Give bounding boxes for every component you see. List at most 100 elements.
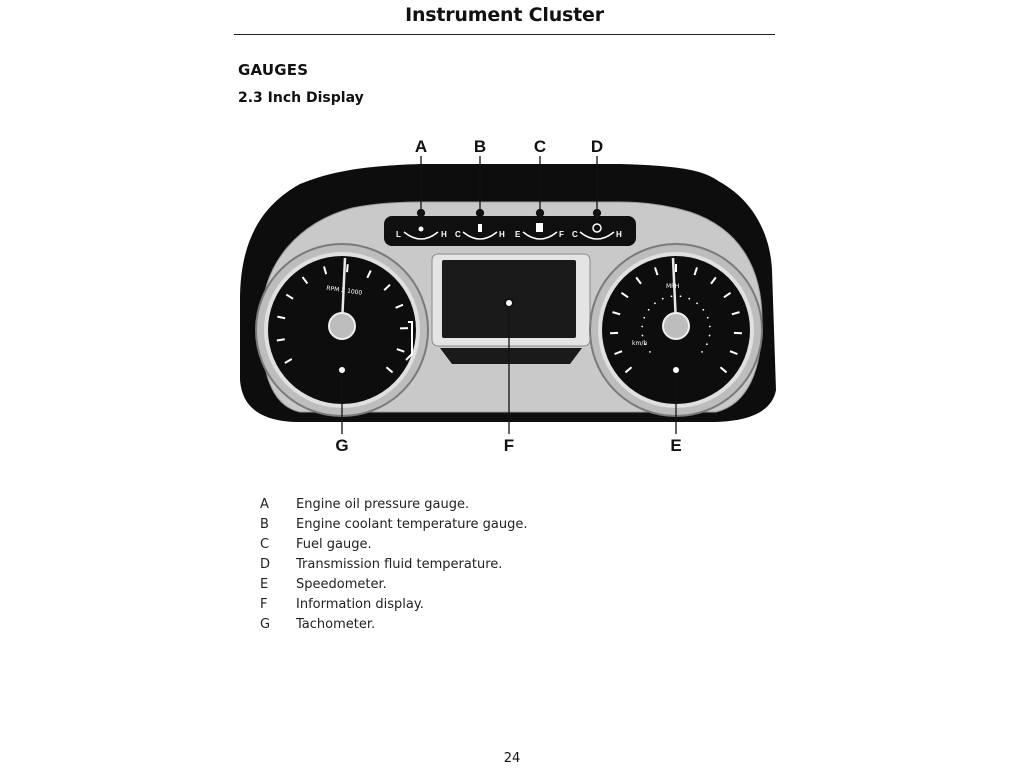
dial-tick [729, 350, 738, 356]
kmh-tick [702, 308, 705, 311]
kmh-tick [654, 302, 656, 305]
fuel-pump-icon [536, 223, 543, 232]
legend-item: B Engine coolant temperature gauge. [258, 515, 527, 535]
dial-tick [693, 267, 698, 276]
legend-item: A Engine oil pressure gauge. [258, 495, 527, 515]
kmh-tick [705, 343, 708, 346]
dial-tick [620, 291, 629, 299]
svg-text:H: H [441, 230, 447, 239]
legend-item: D Transmission fluid temperature. [258, 555, 527, 575]
kmh-tick [701, 350, 703, 353]
legend-key: A [260, 497, 269, 512]
kmh-tick [649, 350, 651, 353]
speedometer-kmh-ticks [641, 295, 711, 353]
callout-b: B [474, 137, 486, 156]
speedometer-kmh-label: km/h [632, 340, 647, 347]
legend-key: E [260, 577, 269, 592]
dial-tick [383, 283, 391, 291]
coolant-temp-gauge: C H [455, 224, 505, 240]
legend-item: E Speedometer. [258, 575, 527, 595]
coolant-temp-icon [478, 224, 482, 232]
page-title: Instrument Cluster [405, 4, 604, 26]
legend-text: Tachometer. [296, 617, 376, 632]
dial-tick [284, 358, 293, 364]
legend-text: Transmission fluid temperature. [296, 557, 503, 572]
kmh-tick [688, 297, 691, 300]
dial-tick [385, 366, 394, 374]
kmh-tick [644, 343, 647, 346]
callout-c: C [534, 137, 546, 156]
legend-text: Fuel gauge. [296, 537, 372, 552]
svg-text:H: H [499, 230, 505, 239]
callout-lines [337, 156, 681, 434]
legend-key: D [260, 557, 271, 572]
callout-d: D [591, 137, 603, 156]
oil-pressure-gauge: L H [396, 226, 447, 240]
speedometer-hub [662, 312, 690, 340]
dial-tick [301, 276, 309, 285]
dial-tick [276, 338, 285, 342]
legend-item: G Tachometer. [258, 615, 527, 635]
page-number: 24 [503, 751, 521, 766]
sub-heading: 2.3 Inch Display [238, 90, 364, 106]
legend-key: B [260, 517, 269, 532]
svg-text:L: L [396, 230, 401, 239]
dial-tick [710, 276, 717, 285]
kmh-tick [641, 325, 644, 328]
legend-item: F Information display. [258, 595, 527, 615]
callout-e: E [670, 436, 681, 455]
dial-tick [277, 315, 286, 320]
dial-tick [612, 311, 621, 316]
kmh-tick [661, 297, 664, 300]
tachometer-ticks [276, 264, 409, 374]
dial-tick [323, 266, 328, 275]
transmission-temp-icon [592, 223, 602, 233]
kmh-tick [679, 295, 682, 298]
svg-text:F: F [559, 230, 564, 239]
dial-tick [624, 366, 633, 374]
speedometer-ticks [610, 264, 742, 374]
callout-f: F [504, 436, 514, 455]
dial-tick [396, 348, 405, 353]
fuel-gauge: E F [515, 223, 564, 240]
kmh-tick [643, 316, 646, 319]
dial-tick [731, 311, 740, 316]
title-rule [234, 34, 775, 35]
kmh-tick [706, 316, 709, 319]
legend-key: C [260, 537, 270, 552]
legend-text: Engine coolant temperature gauge. [296, 517, 528, 532]
kmh-tick [670, 295, 673, 298]
callout-g: G [335, 436, 348, 455]
kmh-tick [641, 334, 644, 337]
legend-list: A Engine oil pressure gauge. B Engine co… [258, 495, 527, 635]
tachometer-redline [405, 321, 413, 361]
oil-pressure-icon [418, 226, 424, 232]
section-heading: GAUGES [238, 61, 309, 79]
svg-text:H: H [616, 230, 622, 239]
kmh-tick [647, 308, 650, 311]
legend-text: Speedometer. [296, 577, 387, 592]
legend-text: Engine oil pressure gauge. [296, 497, 470, 512]
speedometer-unit-label: MPH [666, 283, 679, 290]
svg-text:E: E [515, 230, 521, 239]
legend-key: G [260, 617, 271, 632]
callout-a: A [415, 137, 427, 156]
kmh-tick [708, 325, 711, 328]
transmission-temp-gauge: C H [572, 223, 622, 240]
dial-tick [719, 366, 728, 374]
dial-tick [366, 270, 372, 279]
small-gauge-strip [384, 216, 636, 246]
dial-tick [654, 267, 659, 276]
legend-key: F [260, 597, 268, 612]
legend-text: Information display. [296, 597, 424, 612]
dial-tick [395, 303, 404, 309]
tachometer-hub [328, 312, 356, 340]
lower-display-bar [440, 348, 582, 364]
svg-text:C: C [455, 230, 461, 239]
dial-tick [614, 350, 623, 356]
dial-tick [346, 264, 349, 273]
dial-tick [285, 293, 294, 300]
dial-tick [635, 276, 642, 285]
kmh-tick [696, 302, 698, 305]
